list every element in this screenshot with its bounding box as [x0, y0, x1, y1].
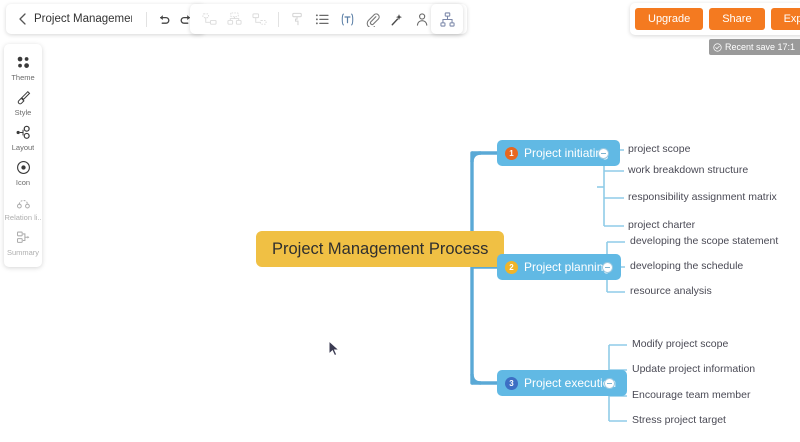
- collaborate-icon[interactable]: [412, 8, 433, 30]
- back-icon[interactable]: [14, 9, 30, 29]
- theme-palette-icon: [16, 54, 31, 71]
- summary-bracket-icon: [16, 229, 31, 246]
- top-bar: Project Management ...: [0, 0, 800, 55]
- document-title[interactable]: Project Management ...: [34, 13, 132, 25]
- relation-line-icon: [16, 194, 31, 211]
- sidebar-label-summary: Summary: [6, 248, 40, 257]
- org-chart-structure-icon[interactable]: [437, 8, 458, 30]
- collapse-toggle-3[interactable]: [604, 378, 615, 389]
- leaf-node[interactable]: project scope: [628, 143, 691, 155]
- sidebar-item-layout[interactable]: Layout: [4, 120, 42, 155]
- root-node-label: Project Management Process: [272, 239, 489, 258]
- root-node[interactable]: Project Management Process: [256, 231, 505, 267]
- leaf-node[interactable]: resource analysis: [630, 285, 712, 297]
- leaf-node[interactable]: Modify project scope: [632, 338, 729, 350]
- leaf-node[interactable]: responsibility assignment matrix: [628, 191, 777, 203]
- sidebar-label-icon: Icon: [15, 178, 31, 187]
- status-badge: Recent save 17:1: [708, 39, 800, 55]
- sidebar-label-style: Style: [14, 108, 32, 117]
- layout-tree-icon: [16, 124, 31, 141]
- status-badge-label: Recent save 17:1: [724, 42, 795, 52]
- leaf-node[interactable]: Update project information: [632, 363, 756, 375]
- leaf-node[interactable]: developing the scope statement: [630, 235, 779, 247]
- tools-separator: [278, 11, 279, 27]
- branch-badge-2: 2: [505, 260, 518, 274]
- icon-circle-icon: [16, 159, 31, 176]
- leaf-node[interactable]: project charter: [628, 219, 696, 231]
- structure-panel: [431, 4, 463, 34]
- branch-label-1: Project initiating: [524, 146, 609, 160]
- branch-node-project-planning[interactable]: 2 Project planning: [497, 254, 622, 280]
- magic-wand-icon[interactable]: [387, 8, 408, 30]
- leaf-node[interactable]: developing the schedule: [630, 260, 744, 272]
- insert-subtopic-icon[interactable]: [199, 8, 220, 30]
- text-box-icon[interactable]: [337, 8, 358, 30]
- sidebar-label-relation-line: Relation li...: [4, 213, 42, 222]
- insert-sibling-icon[interactable]: [249, 8, 270, 30]
- tools-panel: [190, 4, 467, 34]
- sidebar-label-layout: Layout: [11, 143, 35, 152]
- actions-panel: Upgrade Share Export: [630, 3, 800, 35]
- export-button[interactable]: Export: [770, 8, 800, 30]
- redo-arrow-icon[interactable]: [175, 8, 197, 30]
- sidebar-label-theme: Theme: [11, 73, 35, 82]
- left-sidebar: Theme Style Layout Icon Relation li...: [4, 44, 42, 267]
- attachment-icon[interactable]: [362, 8, 383, 30]
- sidebar-item-relation-line[interactable]: Relation li...: [4, 190, 42, 225]
- branch-label-3: Project execution: [524, 376, 617, 390]
- leaf-node[interactable]: Stress project target: [632, 414, 726, 426]
- upgrade-button[interactable]: Upgrade: [635, 8, 704, 30]
- check-circle-icon: [713, 42, 722, 52]
- title-separator: [146, 11, 147, 27]
- leaf-node[interactable]: Encourage team member: [632, 389, 751, 401]
- insert-topic-icon[interactable]: [224, 8, 245, 30]
- share-button[interactable]: Share: [709, 8, 765, 30]
- sidebar-item-summary[interactable]: Summary: [4, 225, 42, 260]
- branch-badge-3: 3: [505, 376, 518, 390]
- leaf-node[interactable]: work breakdown structure: [628, 164, 749, 176]
- outline-list-icon[interactable]: [312, 8, 333, 30]
- mindmap-canvas[interactable]: Project Management Process 1 Project ini…: [0, 38, 800, 442]
- document-title-panel: Project Management ...: [6, 4, 205, 34]
- collapse-toggle-2[interactable]: [602, 262, 613, 273]
- branch-badge-1: 1: [505, 146, 518, 160]
- undo-arrow-icon[interactable]: [153, 8, 175, 30]
- format-painter-icon[interactable]: [287, 8, 308, 30]
- sidebar-item-icon[interactable]: Icon: [4, 155, 42, 190]
- collapse-toggle-1[interactable]: [598, 148, 609, 159]
- mouse-cursor-icon: [328, 340, 341, 357]
- sidebar-item-theme[interactable]: Theme: [4, 50, 42, 85]
- branch-label-2: Project planning: [524, 260, 611, 274]
- sidebar-item-style[interactable]: Style: [4, 85, 42, 120]
- style-brush-icon: [16, 89, 31, 106]
